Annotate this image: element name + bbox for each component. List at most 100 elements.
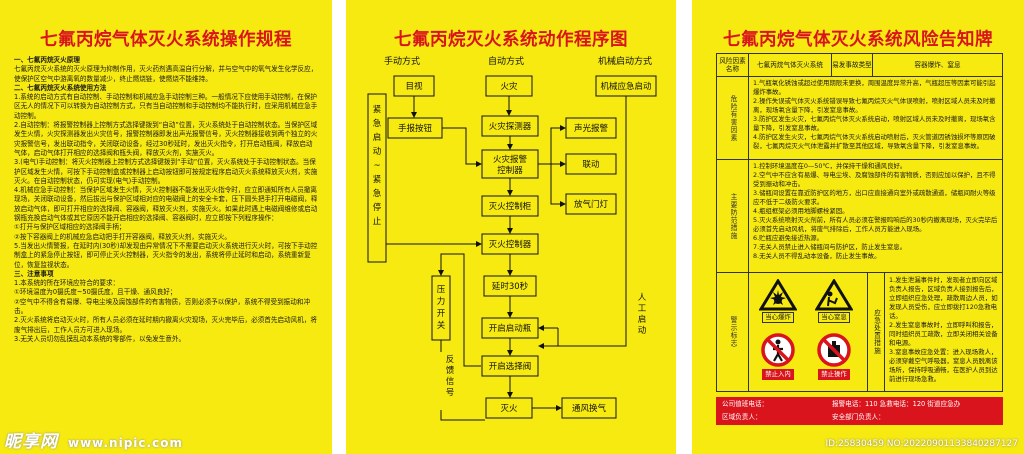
node-vent-sign — [565, 193, 617, 215]
section-heading: 一、七氟丙烷灭火原理 — [14, 56, 80, 64]
emergency-label: 应急处置措施 — [867, 273, 885, 391]
node-visual-label: 目视 — [405, 81, 423, 92]
panel-title: 七氟丙烷气体灭火系统风险告知牌 — [723, 30, 993, 50]
procedure-paragraph: ②按下容器阀上的机械应急启动把手打开容器阀，释放灭火剂，实施灭火。 — [14, 232, 231, 241]
measures-item: 3.储瓶间设置在靠近防护区的地方，出口应直接通向室外或疏散通道，储瓶间耐火等级应… — [753, 189, 996, 206]
section-heading: 二、七氟丙烷灭火系统使用方法 — [14, 83, 107, 92]
node-ext-controller-label: 灭火控制器 — [489, 239, 532, 250]
footer-area-head: 区域负责人： — [722, 413, 762, 421]
procedure-paragraph: ①打开与保护区域相应的选择阀手柄； — [14, 223, 126, 232]
measures-item: 6.贮瓶应避免接近热源。 — [753, 234, 824, 242]
measures-item: 5.灭火系统喷射灭火剂前，所有人员必须在警报鸣响后的30秒内撤离现场，灭火完毕后… — [753, 216, 998, 233]
measures-content: 1.控制环境温度在0—50℃，并保持干燥和通风良好。2.空气中不应含有易爆、导电… — [749, 160, 1002, 272]
sign-no-operation: 禁止操作 — [809, 332, 859, 385]
warning-row: 警示标志 当心爆炸 当心窒息 — [717, 273, 1002, 391]
contact-footer: 公司值班电话： 区域负责人： 报警电话：110 急救电话：120 街道应急办 安… — [716, 397, 1003, 425]
watermark-brand-text: 昵享网 — [4, 432, 58, 452]
node-detector-label: 火灾探测器 — [489, 121, 532, 132]
procedure-paragraph: 3.(电气)手动控制：将灭火控制器上控制方式选择键拨到“手动”位置，灭火系统处于… — [14, 158, 318, 185]
node-linkage — [565, 153, 617, 175]
operation-procedure-panel: 七氟丙烷气体灭火系统操作规程 一、七氟丙烷灭火原理七氟丙烷灭火系统的灭火原理为抑… — [0, 0, 332, 454]
procedure-paragraph: 3.无关人员切勿乱摸乱动本系统的零部件，以免发生意外。 — [14, 334, 186, 343]
emergency-item: 3.窒息事故应急处置：进入现场救人，必须穿戴空气呼吸器，窒息人员脱离该场所，保持… — [889, 348, 998, 383]
risk-header-row: 风险因素名称 七氟丙烷气体灭火系统 易发事故类型 容器爆炸、窒息 — [717, 54, 1002, 77]
risk-notice-panel: 七氟丙烷气体灭火系统风险告知牌 风险因素名称 七氟丙烷气体灭火系统 易发事故类型… — [692, 0, 1024, 454]
col-auto-label: 自动方式 — [488, 55, 524, 67]
emergency-stop-label: 紧急启动~紧急停止 — [373, 105, 382, 227]
warning-signs: 当心爆炸 当心窒息 — [749, 273, 867, 391]
node-delay-label: 延时30秒 — [492, 281, 529, 292]
action-sequence-panel: 七氟丙烷灭火系统动作程序图 手动方式 自动方式 机械启动方式 目视 手报按钮 紧… — [346, 0, 676, 454]
manual-start-label: 人工启动 — [638, 293, 647, 336]
emergency-item: 2.发生窒息事故时，立即呼叫和报告，同时组织员工疏散，立即关闭相关设备和电源。 — [889, 321, 998, 347]
no-operation-icon — [817, 333, 851, 367]
node-alarm-controller-label-1: 火灾报警 — [493, 154, 528, 165]
sign-explosion-label: 当心爆炸 — [762, 312, 794, 323]
procedure-paragraph: 4.机械应急手动控制：当保护区域发生火情，灭火控制器不能发出灭火指令时，应立即通… — [14, 186, 318, 223]
hazards-item: 3.防护区发生火灾，七氟丙烷气体灭火系统启动，喷射区域人员未及时撤离，现场氧含量… — [753, 115, 996, 132]
measures-item: 1.控制环境温度在0—50℃，并保持干燥和通风良好。 — [753, 162, 907, 170]
node-ext-cabinet-label: 灭火控制柜 — [489, 201, 532, 212]
header-system-name: 七氟丙烷气体灭火系统 — [749, 54, 832, 76]
feedback-label: 反馈信号 — [446, 354, 455, 398]
procedure-paragraph: 5.当发出火情警报，在延时内(30秒)却发现由异常情况下不需要启动灭火系统进行灭… — [14, 241, 318, 269]
sign-no-entry-label: 禁止入内 — [762, 369, 794, 380]
no-entry-icon — [761, 333, 795, 367]
hazards-row: 危险有害因素 1.气瓶氧化锈蚀或超过使用期限未更换，周围温度异常升高，气瓶超压等… — [717, 77, 1002, 160]
col-mech-label: 机械启动方式 — [598, 55, 652, 67]
procedure-paragraph: ②空气中不得含有易爆、导电尘埃及腐蚀部件的有害物质，否则必须予以保护，系统不得受… — [14, 297, 311, 316]
suffocation-warning-icon — [815, 279, 853, 311]
node-select-valve-label: 开启选择阀 — [489, 361, 532, 372]
node-mech-start-label: 机械应急启动 — [600, 81, 652, 92]
explosion-warning-icon — [759, 279, 797, 311]
node-manual-button-label: 手报按钮 — [398, 123, 433, 134]
hazards-item: 2.操作失误或气体灭火系统错误导致七氟丙烷灭火气体误喷射，喷射区域人员未及时撤离… — [753, 97, 996, 114]
panel-title: 七氟丙烷气体灭火系统操作规程 — [40, 30, 292, 50]
header-accident-type: 易发事故类型 — [832, 54, 873, 76]
sign-no-entry: 禁止入内 — [753, 332, 803, 385]
hazards-content: 1.气瓶氧化锈蚀或超过使用期限未更换，周围温度异常升高，气瓶超压等因素可能引起爆… — [749, 77, 1002, 159]
sign-suffocation: 当心窒息 — [809, 279, 859, 328]
watermark-id: ID:25830459 NO:20220901133840287127 — [825, 439, 1019, 449]
sign-explosion: 当心爆炸 — [753, 279, 803, 328]
footer-safety-head: 安全部门负责人： — [832, 413, 885, 421]
footer-emergency-phones: 报警电话：110 急救电话：120 街道应急办 — [832, 400, 961, 408]
flowchart: 手动方式 自动方式 机械启动方式 目视 手报按钮 紧急启动~紧急停止 火灾 火灾… — [367, 55, 657, 421]
node-sound-light — [565, 117, 617, 139]
procedure-paragraph: 1.本系统的所在环境应符合的要求： — [14, 279, 120, 288]
measures-row: 主要防范措施 1.控制环境温度在0—50℃，并保持干燥和通风良好。2.空气中不应… — [717, 160, 1002, 273]
node-fire-label: 火灾 — [500, 81, 518, 92]
emergency-content: 1.发生泄漏事件时，发现者立即向区域负责人报告，区域负责人接到报告后，立即组织应… — [885, 273, 1002, 391]
section-heading: 三、注意事项 — [14, 269, 54, 278]
procedure-paragraph: 七氟丙烷灭火系统的灭火原理为抑制作用，灭火药剂遇高温自行分解，并与空气中的氧气发… — [14, 65, 318, 83]
measures-item: 2.空气中不应含有易爆、导电尘埃、及腐蚀部件的有害物质，否则应加以保护，且不得受… — [753, 171, 996, 188]
measures-item: 7.无关人员禁止进入储瓶间与防护区，防止发生窒息。 — [753, 243, 907, 251]
emergency-item: 1.发生泄漏事件时，发现者立即向区域负责人报告，区域负责人接到报告后，立即组织应… — [889, 276, 998, 320]
panel-title: 七氟丙烷灭火系统动作程序图 — [394, 30, 628, 50]
node-vent-sign-label: 放气门灯 — [574, 199, 609, 210]
procedure-paragraph: 2.灭火系统将启动灭火时，所有人员必须在延时期内撤离火灾现场，灭火完毕后，必须首… — [14, 316, 318, 334]
measures-label: 主要防范措施 — [717, 160, 749, 272]
node-start-bottle-label: 开启启动瓶 — [489, 323, 532, 334]
watermark-brand: 昵享网 www.nipic.com — [4, 427, 183, 452]
sign-no-operation-label: 禁止操作 — [818, 369, 850, 380]
procedure-paragraph: 2.自动控制：将报警控制器上控制方式选择键拨到“自动”位置，灭火系统处于自动控制… — [14, 121, 318, 157]
measures-item: 8.无关人员不得乱动本设备，防止发生事故。 — [753, 252, 881, 260]
header-risk-name: 风险因素名称 — [717, 54, 749, 76]
warning-label: 警示标志 — [717, 273, 749, 391]
node-sound-light-label: 声光报警 — [574, 123, 609, 134]
watermark-url: www.nipic.com — [68, 436, 183, 450]
procedure-paragraph: 1.系统的启动方式有自动控制、手动控制和机械应急手动控制三种。一般情况下应使用手… — [14, 93, 318, 120]
risk-table: 风险因素名称 七氟丙烷气体灭火系统 易发事故类型 容器爆炸、窒息 危险有害因素 … — [716, 53, 1003, 392]
measures-item: 4.瓶组框架必须用地脚螺栓紧固。 — [753, 207, 849, 215]
pressure-switch-label: 压力开关 — [437, 285, 446, 331]
node-extinguish-label: 灭火 — [500, 404, 518, 414]
node-ventilation — [561, 397, 617, 419]
col-manual-label: 手动方式 — [384, 55, 420, 67]
procedure-paragraph: ①环境温度为0摄氏度~50摄氏度，且干燥、通风良好； — [14, 288, 177, 297]
hazards-item: 4.防护区发生火灾，七氟丙烷气体灭火系统启动喷射后，灭火管道因锈蚀损坏等原因破裂… — [753, 133, 996, 150]
node-alarm-controller-label-2: 控制器 — [497, 165, 523, 176]
node-linkage-label: 联动 — [582, 159, 600, 170]
procedure-text: 一、七氟丙烷灭火原理七氟丙烷灭火系统的灭火原理为抑制作用，灭火药剂遇高温自行分解… — [14, 56, 318, 441]
sign-suffocation-label: 当心窒息 — [818, 312, 850, 323]
